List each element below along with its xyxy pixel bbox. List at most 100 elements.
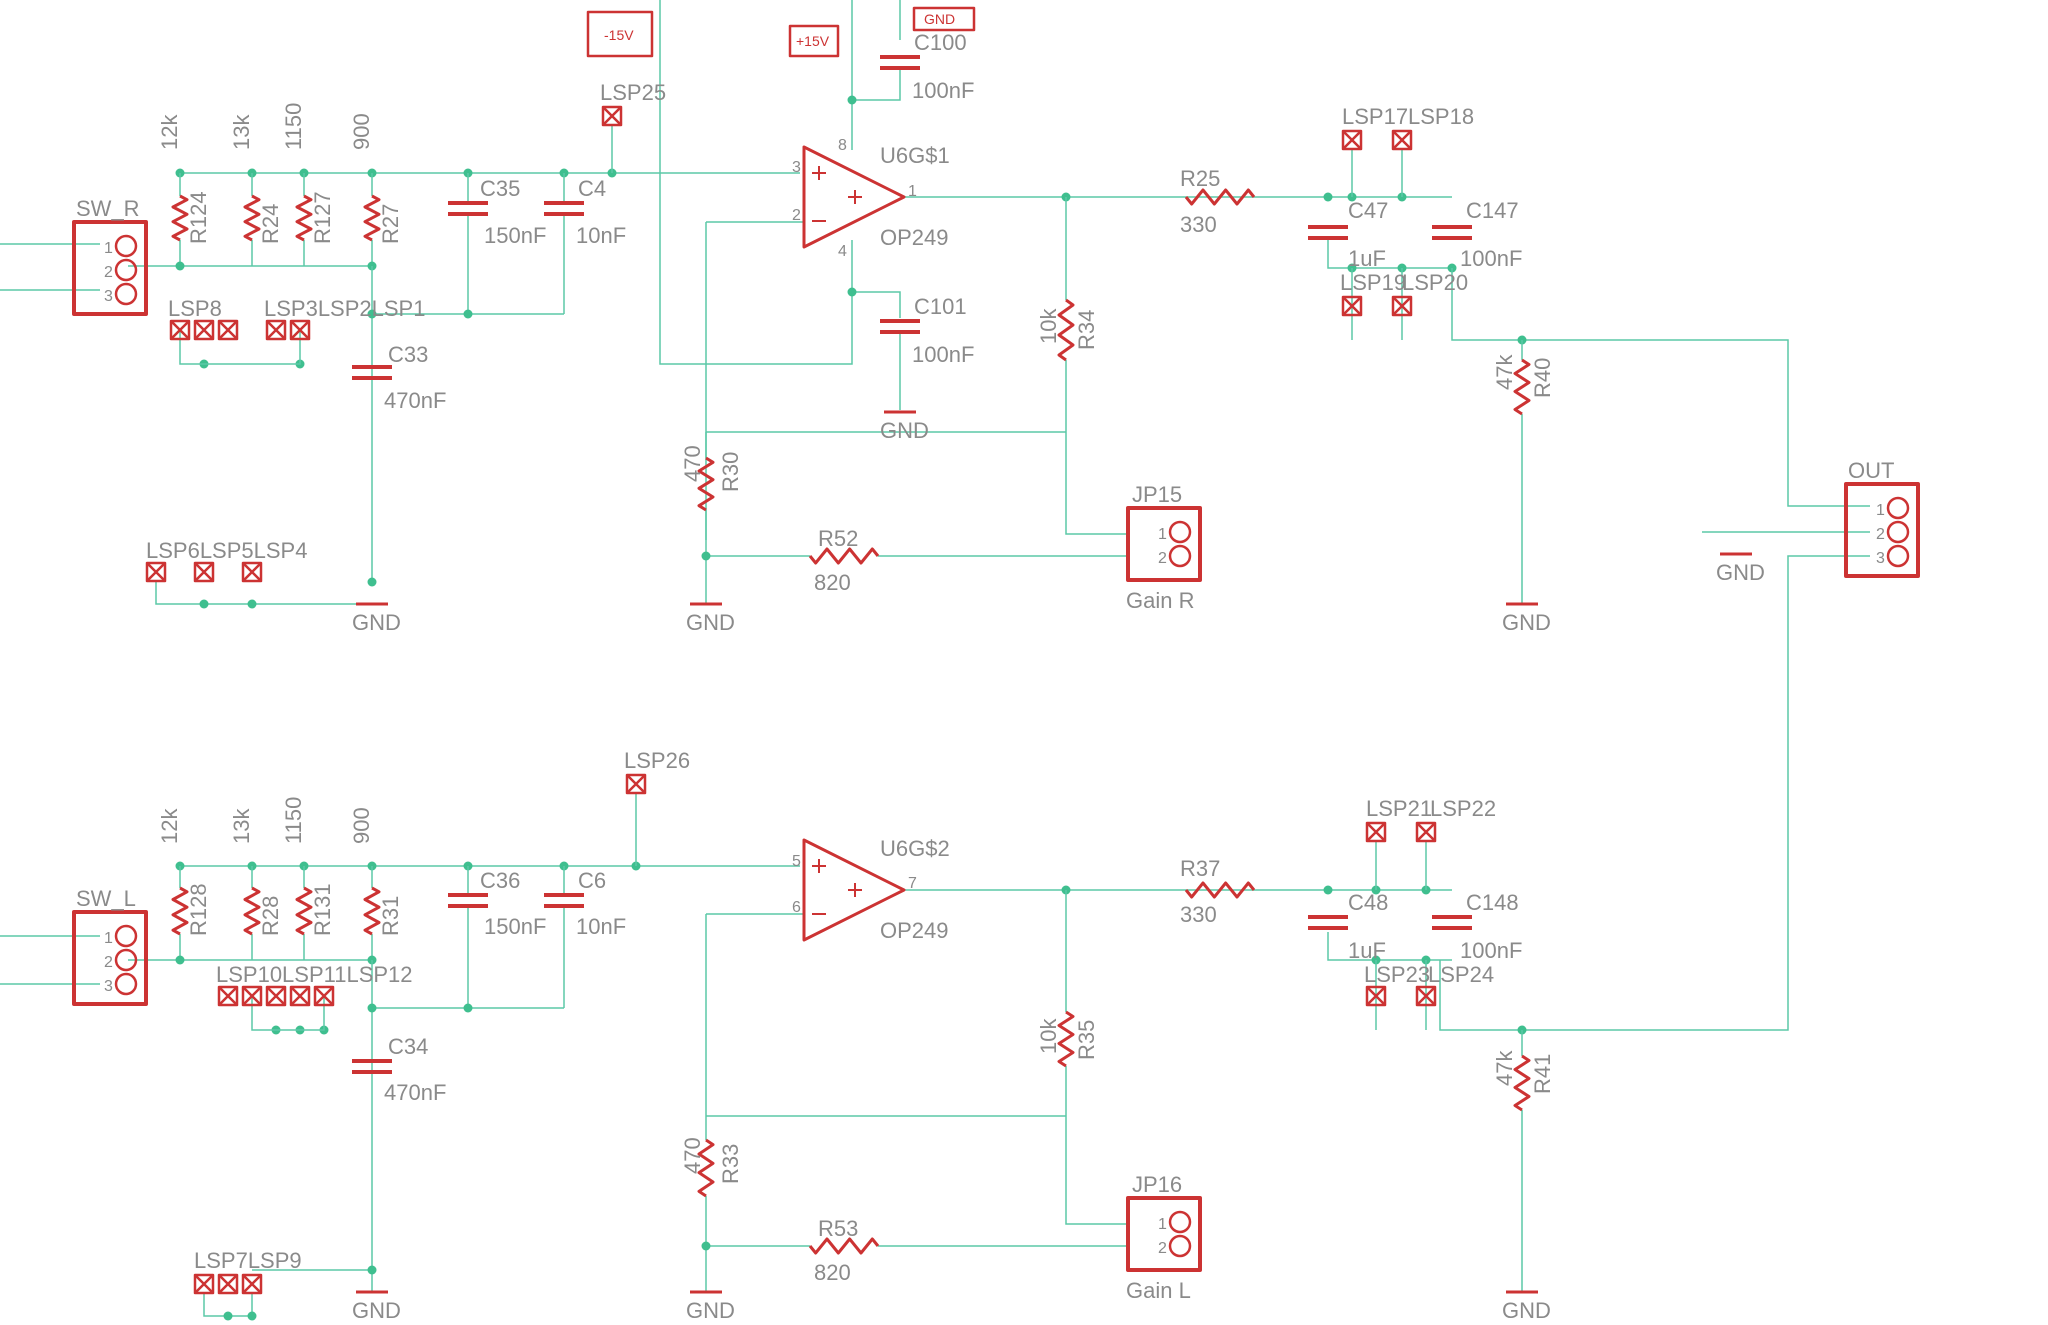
opamp-label: U6G$1 (880, 143, 950, 168)
label-pin6: 6 (792, 899, 801, 916)
label-c6v: 10nF (576, 914, 626, 939)
label-pin2: 2 (1876, 526, 1885, 543)
capacitor-symbol (448, 201, 488, 205)
label-r52: R52 (818, 526, 858, 551)
test-pad (169, 319, 191, 341)
wire (179, 330, 301, 365)
label-pin3: 3 (104, 978, 113, 995)
wire (1439, 960, 1522, 1031)
test-pad (217, 1273, 239, 1295)
resistor-symbol (295, 886, 313, 936)
label-r30: R30 (718, 452, 743, 492)
test-pad (265, 985, 287, 1007)
label-r34: R34 (1074, 310, 1099, 350)
test-pad (266, 986, 286, 1006)
label-r131: R131 (310, 883, 335, 936)
label-c36: C36 (480, 868, 520, 893)
test-pad (290, 986, 310, 1006)
label-pin1: 1 (908, 183, 917, 200)
opamp-symbol (812, 166, 826, 222)
junction-dot (367, 1265, 377, 1275)
connector-out (1844, 482, 1920, 578)
ground-label: GND (880, 418, 929, 443)
test-pad (217, 985, 239, 1007)
test-pad (265, 319, 287, 341)
label-r30v: 470 (680, 445, 705, 482)
test-pad (146, 562, 166, 582)
label-c33v: 470nF (384, 388, 446, 413)
label-lsp23: LSP23 (1364, 962, 1430, 987)
junction-dot (1323, 192, 1333, 202)
wire (852, 291, 901, 318)
label-c36v: 150nF (484, 914, 546, 939)
label-lsp19: LSP19 (1340, 270, 1406, 295)
connector-pin (1886, 544, 1910, 568)
label-c101v: 100nF (912, 342, 974, 367)
test-pad (1365, 985, 1387, 1007)
connector-jp15 (1126, 506, 1202, 582)
capacitor-symbol (880, 66, 920, 70)
connector-pin (114, 258, 138, 282)
label-pin1: 1 (104, 930, 113, 947)
label-supply_neg: -15V (604, 27, 634, 43)
test-pad (217, 319, 239, 341)
test-pad (314, 986, 334, 1006)
label-c35v: 150nF (484, 223, 546, 248)
test-pad (194, 320, 214, 340)
capacitor-symbol (544, 201, 584, 205)
label-c35: C35 (480, 176, 520, 201)
connector-pin (1168, 520, 1192, 544)
resistor-symbol (697, 1138, 715, 1198)
test-pad (1366, 822, 1386, 842)
capacitor-symbol (1308, 236, 1348, 240)
test-pad (242, 986, 262, 1006)
label-c4: C4 (578, 176, 606, 201)
label-c148: C148 (1466, 890, 1519, 915)
wire (1065, 360, 1128, 535)
label-lsp_bot_l: LSP7LSP9 (194, 1248, 302, 1273)
label-r41: R41 (1530, 1054, 1555, 1094)
label-c4v: 10nF (576, 223, 626, 248)
label-lsp_row_r: LSP3LSP2LSP1 (264, 296, 425, 321)
label-r40v: 47k (1492, 354, 1517, 390)
resistor-symbol (363, 886, 381, 936)
label-r25v: 330 (1180, 212, 1217, 237)
test-pad (602, 106, 622, 126)
label-pin3: 3 (1876, 550, 1885, 567)
resistor-symbol (1513, 1054, 1531, 1112)
test-pad (193, 561, 215, 583)
label-r28v: 13k (229, 808, 254, 844)
opamp-type: OP249 (880, 225, 949, 250)
label-r53v: 820 (814, 1260, 851, 1285)
resistor-symbol (171, 886, 189, 936)
test-pad (1341, 129, 1363, 151)
connector-pin (1886, 496, 1910, 520)
resistor-symbol (1057, 1010, 1075, 1068)
test-pad (1415, 821, 1437, 843)
label-pin1: 1 (1876, 502, 1885, 519)
label-c147v: 100nF (1460, 246, 1522, 271)
capacitor-symbol (544, 904, 584, 908)
junction-dot (847, 287, 857, 297)
test-pad (1365, 821, 1387, 843)
wire (1451, 268, 1870, 507)
test-pad (242, 562, 262, 582)
test-pad (313, 985, 335, 1007)
test-pad (1366, 986, 1386, 1006)
wire (155, 582, 372, 605)
label-r34v: 10k (1036, 308, 1061, 344)
test-pad (1341, 295, 1363, 317)
test-pad (218, 1274, 238, 1294)
junction-dot (847, 95, 857, 105)
connector-pin (1886, 520, 1910, 544)
label-pin3: 3 (792, 159, 801, 176)
label-c34: C34 (388, 1034, 428, 1059)
label-r28: R28 (258, 896, 283, 936)
capacitor-symbol (1432, 225, 1472, 229)
label-c100: C100 (914, 30, 967, 55)
test-pad (242, 1274, 262, 1294)
label-r124v: 12k (157, 114, 182, 150)
connector-pin (1168, 1234, 1192, 1258)
capacitor-symbol (1308, 926, 1348, 930)
connector-jp15-title: Gain R (1126, 588, 1194, 613)
